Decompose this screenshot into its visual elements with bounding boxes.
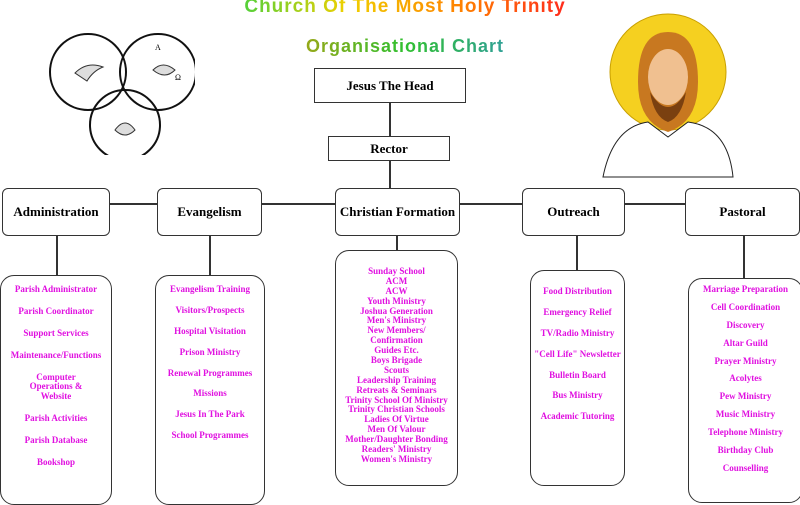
trinity-venn-icon: A Ω [49, 33, 195, 155]
list-item: Discovery [726, 319, 765, 330]
list-item: Sunday School [368, 266, 425, 276]
connector [389, 161, 391, 188]
list-item: Altar Guild [723, 337, 768, 348]
list-item: Confirmation [370, 335, 423, 346]
chart-title: Church Of The Most Holy Trinity [0, 0, 800, 18]
list-item: Hospital Visitation [174, 325, 246, 336]
connector [209, 236, 211, 275]
list-item: Emergency Relief [543, 306, 612, 317]
list-item: Missions [193, 388, 227, 399]
dept-evangelism: Evangelism [157, 188, 262, 236]
list-item: School Programmes [171, 430, 249, 441]
list-item: Ladies Of Virtue [364, 414, 429, 425]
list-item: Parish Activities [24, 413, 88, 424]
list-item: Bus Ministry [552, 390, 603, 401]
list-item: Trinity Christian Schools [348, 404, 445, 415]
dept-label: Evangelism [177, 204, 242, 219]
connector [625, 203, 685, 205]
list-item: Telephone Ministry [708, 427, 783, 438]
list-item: Prison Ministry [179, 346, 241, 357]
connector [743, 236, 745, 278]
connector [110, 203, 157, 205]
dept-label: Pastoral [719, 204, 766, 219]
list-item: Music Ministry [715, 409, 776, 420]
dept-label: Outreach [547, 204, 600, 219]
list-item: Parish Database [24, 435, 88, 446]
dept-outreach: Outreach [522, 188, 625, 236]
list-item: Readers' Ministry [361, 444, 432, 455]
alpha-symbol: A [155, 43, 161, 52]
rector-box: Rector [328, 136, 450, 161]
connector [389, 103, 391, 136]
connector [56, 236, 58, 275]
list-item: Men Of Valour [367, 424, 426, 435]
list-item: Acolytes [729, 373, 762, 384]
list-item: Bulletin Board [549, 369, 606, 380]
list-item: Maintenance/Functions [10, 349, 102, 360]
list-item: New Members/ [367, 325, 426, 336]
chart-subtitle: Organisational Chart [0, 36, 800, 57]
connector [262, 203, 335, 205]
list-item: ACW [385, 285, 408, 296]
dept-pastoral: Pastoral [685, 188, 800, 236]
list-item: Boys Brigade [370, 355, 423, 366]
connector [396, 236, 398, 250]
list-item: Youth Ministry [367, 295, 426, 306]
list-item: "Cell Life" Newsletter [534, 348, 621, 359]
list-item: Counselling [722, 462, 769, 473]
list-item: Leadership Training [357, 374, 436, 385]
list-item: Evangelism Training [170, 284, 250, 294]
head-label: Jesus The Head [346, 77, 434, 93]
list-item: Retreats & Seminars [356, 384, 437, 395]
list-item: Cell Coordination [710, 301, 781, 312]
rector-label: Rector [370, 140, 408, 156]
list-item: Pew Ministry [719, 391, 772, 402]
list-item: Bookshop [36, 457, 76, 468]
list-item: Academic Tutoring [540, 411, 615, 422]
list-item: Marriage Preparation [702, 284, 789, 294]
dept-administration: Administration [2, 188, 110, 236]
list-item: Computer Operations & Website [29, 371, 83, 402]
list-item: Support Services [23, 327, 89, 338]
list-item: Parish Administrator [14, 284, 98, 294]
list-item: Trinity School Of Ministry [345, 394, 448, 405]
list-item: Mother/Daughter Bonding [345, 434, 448, 445]
list-item: Visitors/Prospects [175, 304, 245, 315]
connector [576, 236, 578, 270]
list-item: Food Distribution [543, 286, 612, 296]
list-item: TV/Radio Ministry [540, 327, 615, 338]
list-item: Men's Ministry [366, 315, 427, 326]
list-item: Scouts [383, 364, 409, 375]
list-item: Guides Etc. [374, 345, 419, 356]
list-item: Prayer Ministry [714, 355, 777, 366]
jesus-portrait-icon [602, 13, 734, 178]
head-box: Jesus The Head [314, 68, 466, 103]
list-item: ACM [385, 275, 408, 286]
connector [460, 203, 522, 205]
list-item: Women's Ministry [360, 453, 433, 464]
list-item: Jesus In The Park [175, 409, 245, 420]
dept-christian-formation: Christian Formation [335, 188, 460, 236]
dept-label: Christian Formation [339, 204, 456, 219]
omega-symbol: Ω [175, 73, 181, 82]
dept-label: Administration [13, 204, 99, 219]
list-item: Renewal Programmes [167, 367, 253, 378]
list-item: Joshua Generation [360, 305, 433, 316]
list-item: Parish Coordinator [18, 305, 94, 316]
list-item: Birthday Club [717, 445, 774, 456]
